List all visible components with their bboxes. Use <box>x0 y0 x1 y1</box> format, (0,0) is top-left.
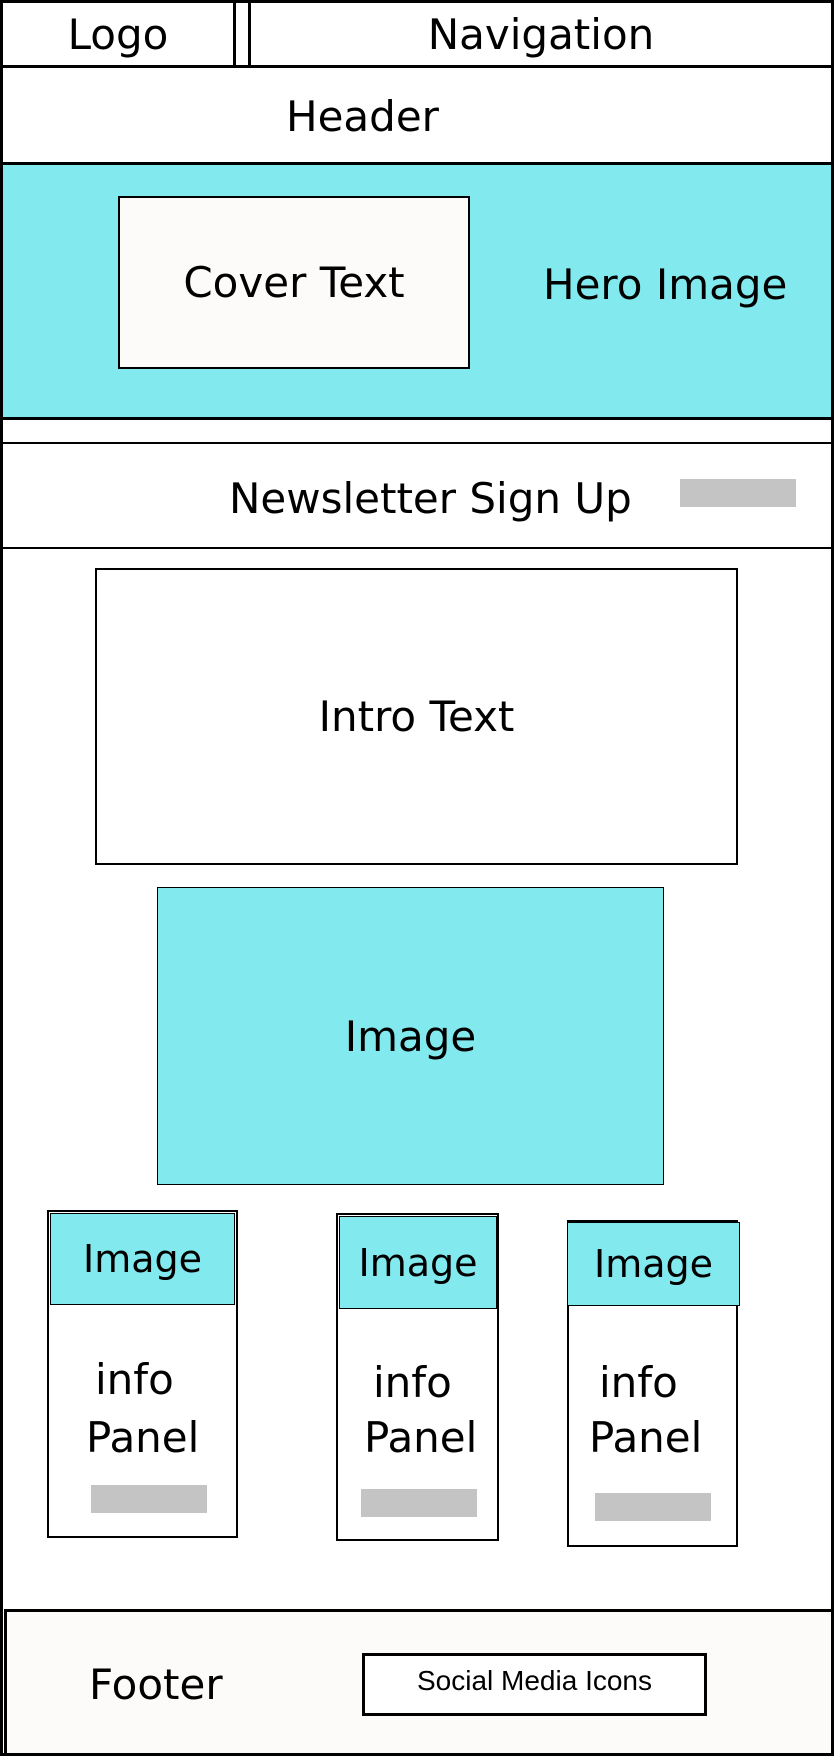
header-box: Header <box>0 65 834 165</box>
footer-label: Footer <box>89 1660 223 1709</box>
intro-text-box: Intro Text <box>95 568 738 865</box>
navigation-box: Navigation <box>248 0 834 68</box>
main-image-label: Image <box>344 1011 477 1061</box>
card-2-button-placeholder[interactable] <box>361 1489 477 1517</box>
card-2-panel-label: Panel <box>364 1413 478 1462</box>
card-1-info-label: info <box>95 1355 174 1404</box>
intro-text-label: Intro Text <box>318 692 515 741</box>
header-label: Header <box>286 92 439 141</box>
newsletter-input-placeholder[interactable] <box>680 479 796 507</box>
card-1-image-label: Image <box>82 1237 202 1281</box>
info-card-1: Image info Panel <box>47 1210 238 1538</box>
card-1-button-placeholder[interactable] <box>91 1485 207 1513</box>
navigation-label: Navigation <box>427 9 655 59</box>
info-card-3: Image info Panel <box>567 1220 740 1547</box>
logo-label: Logo <box>67 9 169 59</box>
card-3-button-placeholder[interactable] <box>595 1493 711 1521</box>
card-3-panel-label: Panel <box>589 1413 703 1462</box>
main-image-box: Image <box>157 887 664 1185</box>
info-card-2: Image info Panel <box>336 1213 499 1541</box>
newsletter-box: Newsletter Sign Up <box>0 442 834 549</box>
card-2-info-label: info <box>373 1358 452 1407</box>
card-2-image-label: Image <box>358 1240 478 1285</box>
newsletter-label: Newsletter Sign Up <box>229 474 632 523</box>
social-media-icons-box[interactable]: Social Media Icons <box>362 1653 707 1716</box>
card-2-image: Image <box>339 1216 497 1309</box>
logo-box: Logo <box>0 0 236 68</box>
card-1-image: Image <box>50 1213 235 1305</box>
social-media-icons-label: Social Media Icons <box>416 1664 652 1696</box>
card-1-panel-label: Panel <box>86 1413 200 1462</box>
card-3-image-label: Image <box>593 1242 713 1286</box>
card-3-info-label: info <box>599 1358 678 1407</box>
card-3-image: Image <box>567 1222 740 1306</box>
cover-text-box: Cover Text <box>118 196 470 369</box>
hero-image-label: Hero Image <box>543 260 788 309</box>
cover-text-label: Cover Text <box>183 258 405 307</box>
